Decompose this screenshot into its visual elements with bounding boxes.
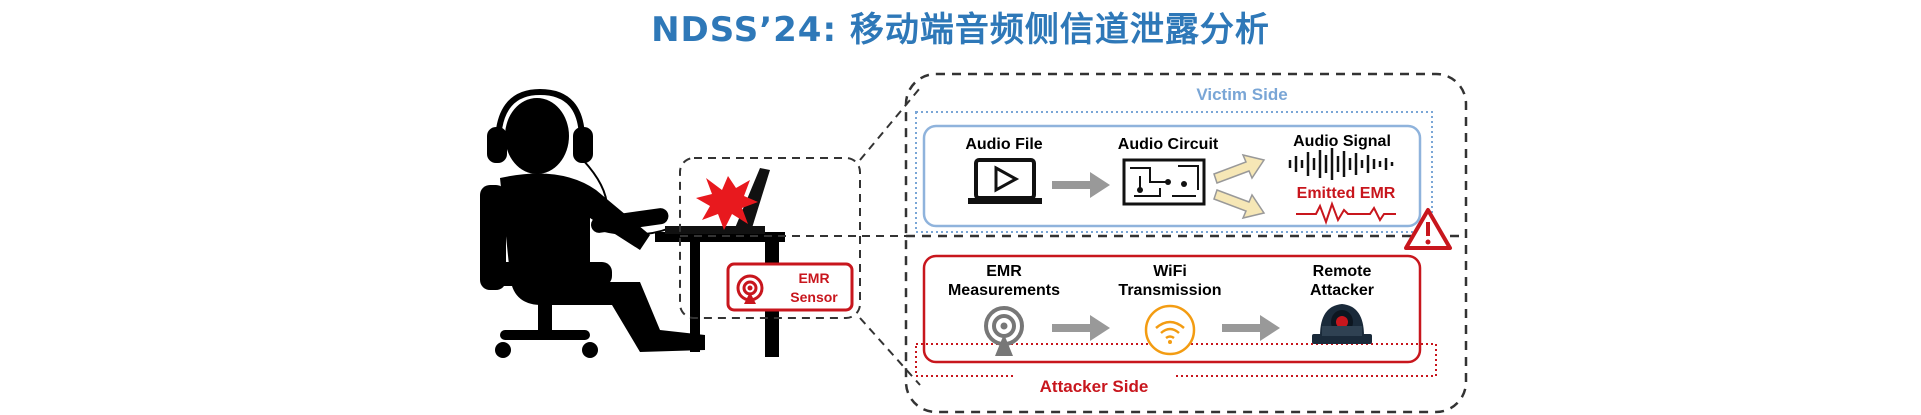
- arrow-emr-to-wifi: [1052, 315, 1110, 341]
- attacker-side-label: Attacker Side: [1040, 377, 1149, 396]
- wifi-icon: [1144, 304, 1196, 356]
- play-icon: [968, 158, 1042, 204]
- arrow-circuit-to-signal: [1213, 153, 1266, 184]
- antenna-icon: [984, 306, 1024, 356]
- wifi-label-line2: Transmission: [1118, 282, 1221, 299]
- audio-signal-label: Audio Signal: [1293, 133, 1391, 150]
- victim-side-dotted-frame: [915, 111, 1433, 233]
- arrow-wifi-to-attacker: [1222, 315, 1280, 341]
- emr-pulse-icon: [1296, 201, 1396, 225]
- antenna-icon: [736, 274, 764, 304]
- victim-side-label: Victim Side: [1196, 85, 1287, 104]
- arrow-file-to-circuit: [1052, 172, 1110, 198]
- headphones-icon: [487, 88, 671, 236]
- audio-file-label: Audio File: [965, 136, 1042, 153]
- emitted-emr-label: Emitted EMR: [1297, 185, 1396, 202]
- warning-icon: [1404, 208, 1452, 250]
- victim-side-label-bg: [1172, 82, 1312, 106]
- zoomed-panel: [904, 72, 1468, 414]
- laptop-zoom-box: [679, 157, 861, 319]
- emr-measurements-label-line2: Measurements: [948, 282, 1060, 299]
- audio-circuit-label: Audio Circuit: [1118, 136, 1219, 153]
- attacker-side-label-bg: [1014, 374, 1174, 398]
- person-icon: [500, 98, 705, 352]
- wifi-label-line1: WiFi: [1153, 263, 1187, 280]
- zoom-lines: [680, 87, 921, 386]
- spark-icon: [696, 176, 758, 230]
- page-title: NDSS’24: 移动端音频侧信道泄露分析: [651, 10, 1270, 50]
- emr-measurements-label-line1: EMR: [986, 263, 1022, 280]
- remote-attacker-label-line1: Remote: [1313, 263, 1372, 280]
- remote-attacker-label-line2: Attacker: [1310, 282, 1374, 299]
- waveform-icon: [1288, 148, 1394, 180]
- emr-sensor-label-line2: Sensor: [790, 289, 838, 305]
- arrow-circuit-to-emr: [1213, 189, 1266, 220]
- emr-sensor-label-line1: EMR: [798, 270, 829, 286]
- emr-sensor-box: EMR Sensor: [726, 262, 854, 312]
- hacker-icon: [1312, 304, 1372, 344]
- circuit-icon: [1122, 158, 1206, 206]
